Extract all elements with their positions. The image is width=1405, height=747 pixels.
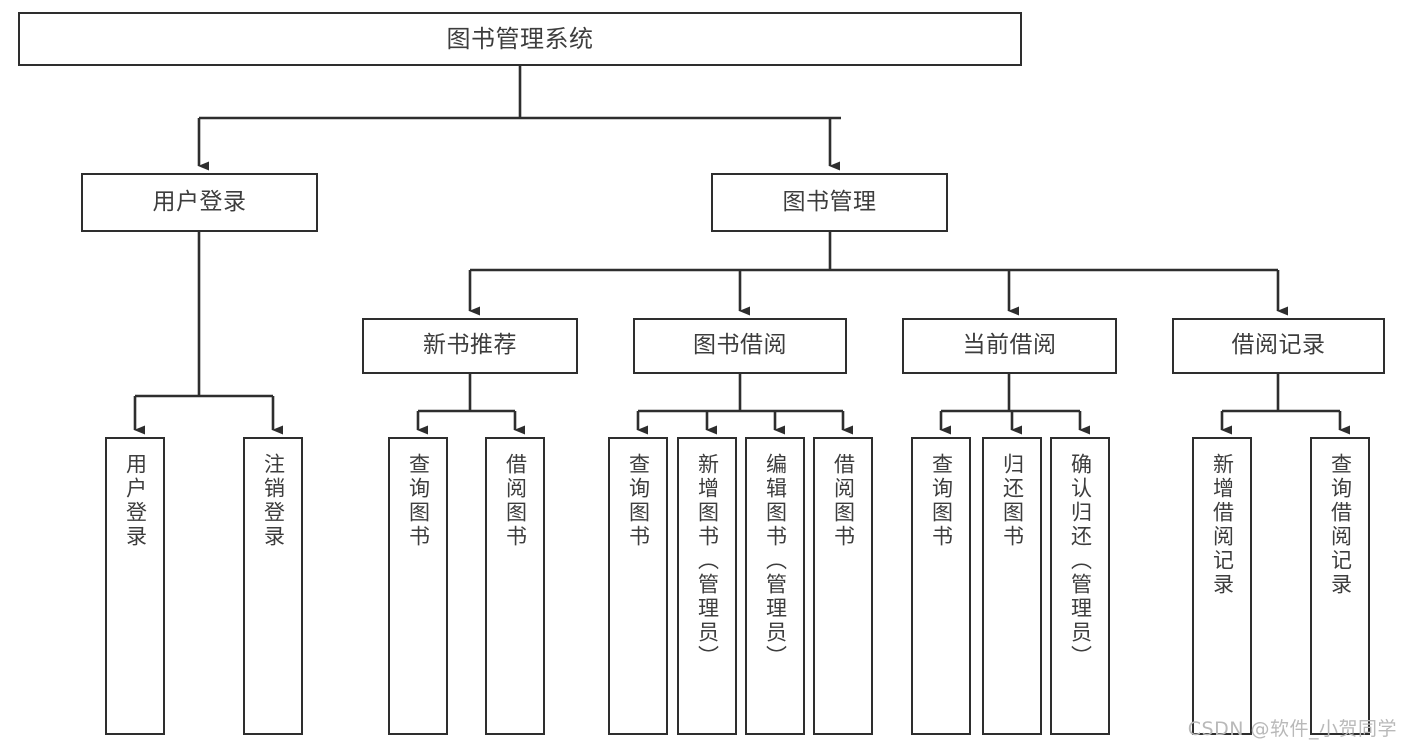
leaf-label: 归还图书	[1000, 453, 1025, 549]
node-current-borrow[interactable]: 当前借阅	[902, 318, 1117, 374]
node-leaf-add-book-admin[interactable]: 新增图书（管理员）	[677, 437, 737, 735]
node-book-management[interactable]: 图书管理	[711, 173, 948, 232]
node-leaf-confirm-return-admin[interactable]: 确认归还（管理员）	[1050, 437, 1110, 735]
node-leaf-borrow-book[interactable]: 借阅图书	[813, 437, 873, 735]
node-root-system[interactable]: 图书管理系统	[18, 12, 1022, 66]
node-leaf-return-book[interactable]: 归还图书	[982, 437, 1042, 735]
node-user-login[interactable]: 用户登录	[81, 173, 318, 232]
leaf-label: 新增借阅记录	[1210, 453, 1235, 597]
leaf-label: 查询图书	[406, 453, 431, 549]
node-borrow-record[interactable]: 借阅记录	[1172, 318, 1385, 374]
leaf-label: 确认归还（管理员）	[1068, 453, 1093, 669]
node-book-borrow[interactable]: 图书借阅	[633, 318, 847, 374]
node-leaf-query-book-borrow[interactable]: 查询图书	[608, 437, 668, 735]
watermark: CSDN @软件_小贺同学	[1187, 718, 1397, 740]
node-leaf-logout[interactable]: 注销登录	[243, 437, 303, 735]
node-leaf-edit-book-admin[interactable]: 编辑图书（管理员）	[745, 437, 805, 735]
leaf-label: 借阅图书	[503, 453, 528, 549]
leaf-label: 查询图书	[929, 453, 954, 549]
node-leaf-add-borrow-record[interactable]: 新增借阅记录	[1192, 437, 1252, 735]
node-leaf-user-login[interactable]: 用户登录	[105, 437, 165, 735]
node-leaf-query-book-current[interactable]: 查询图书	[911, 437, 971, 735]
leaf-label: 用户登录	[123, 453, 148, 549]
leaf-label: 查询图书	[626, 453, 651, 549]
leaf-label: 注销登录	[261, 453, 286, 549]
leaf-label: 借阅图书	[831, 453, 856, 549]
node-leaf-query-book-newbook[interactable]: 查询图书	[388, 437, 448, 735]
node-new-book-recommend[interactable]: 新书推荐	[362, 318, 578, 374]
leaf-label: 新增图书（管理员）	[695, 453, 720, 669]
node-leaf-query-borrow-record[interactable]: 查询借阅记录	[1310, 437, 1370, 735]
leaf-label: 编辑图书（管理员）	[763, 453, 788, 669]
leaf-label: 查询借阅记录	[1328, 453, 1353, 597]
node-leaf-borrow-book-newbook[interactable]: 借阅图书	[485, 437, 545, 735]
